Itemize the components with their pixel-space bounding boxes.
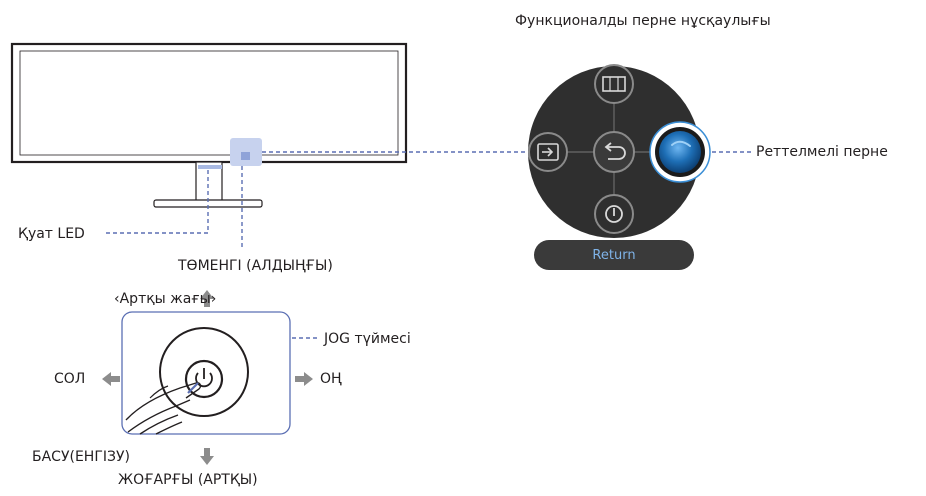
return-pill: Return xyxy=(534,240,694,270)
power-led-label: Қуат LED xyxy=(18,226,85,242)
arrow-down-icon xyxy=(200,448,214,465)
power-led-leader xyxy=(104,170,209,234)
customizable-key-button xyxy=(649,121,711,183)
arrow-up-icon xyxy=(200,290,214,307)
left-label: СОЛ xyxy=(54,371,86,387)
power-icon xyxy=(605,205,623,223)
return-icon xyxy=(604,142,626,160)
press-enter-label: БАСУ(ЕНГІЗУ) xyxy=(32,449,130,465)
function-key-guide-title: Функционалды перне нұсқаулығы xyxy=(515,13,771,29)
return-pill-label: Return xyxy=(592,247,636,263)
arrow-left-icon xyxy=(102,372,120,386)
picture-mode-icon xyxy=(602,76,626,92)
jog-button-illustration xyxy=(121,311,291,435)
right-label: ОҢ xyxy=(320,371,342,387)
arrow-right-icon xyxy=(295,372,313,386)
function-key-dpad xyxy=(528,64,700,238)
customizable-key-label: Реттелмелі перне xyxy=(756,144,888,160)
source-input-icon xyxy=(537,143,559,161)
up-back-label: ЖОҒАРҒЫ (АРТҚЫ) xyxy=(118,472,258,488)
monitor-illustration xyxy=(10,42,408,208)
jog-button-label: JOG түймесі xyxy=(324,331,411,347)
back-side-label: ‹Артқы жағы› xyxy=(114,291,217,307)
down-front-label: ТӨМЕНГІ (АЛДЫҢҒЫ) xyxy=(178,258,333,274)
